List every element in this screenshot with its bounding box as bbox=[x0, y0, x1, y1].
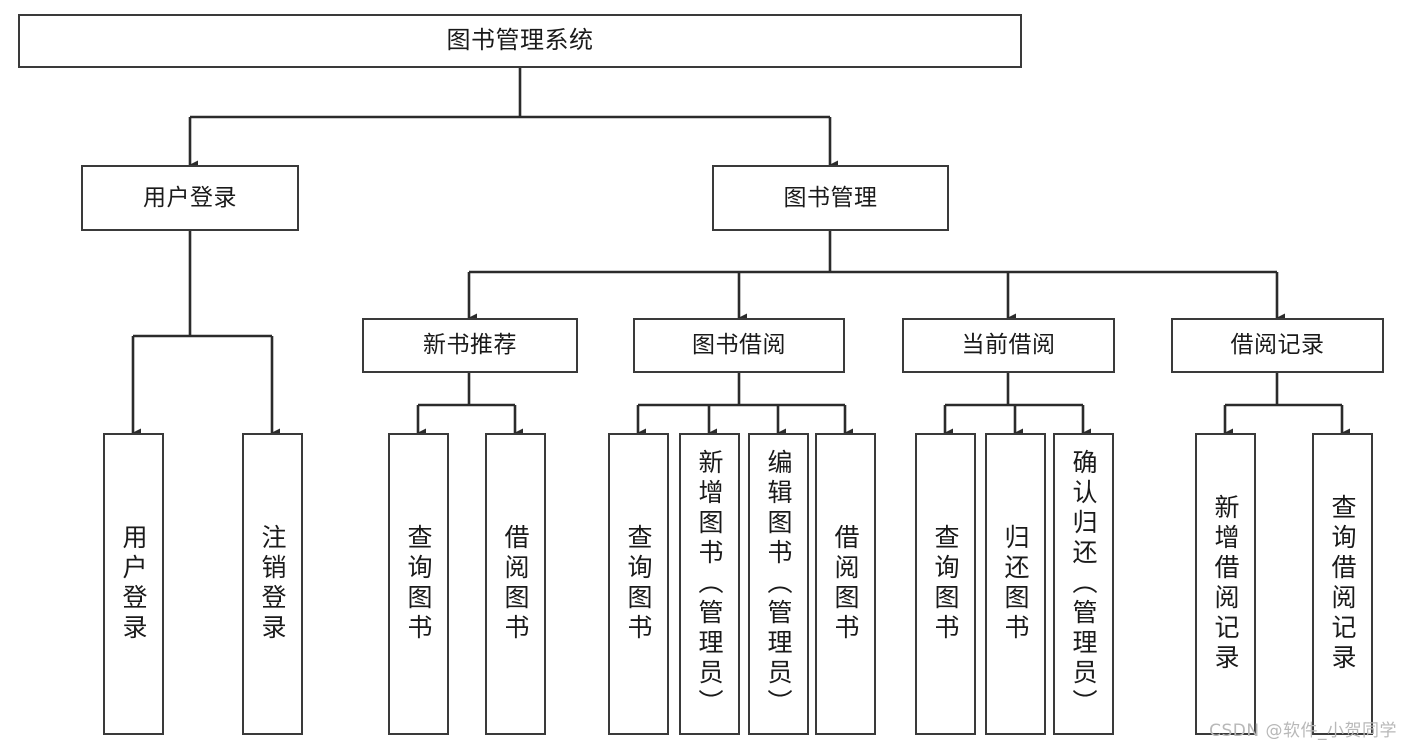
node-leaf-query-book-3[interactable]: 查询图书 bbox=[915, 433, 976, 735]
node-leaf-user-login-label: 用户登录 bbox=[119, 524, 148, 644]
node-leaf-confirm-return[interactable]: 确认归还（管理员） bbox=[1053, 433, 1114, 735]
node-leaf-user-login[interactable]: 用户登录 bbox=[103, 433, 164, 735]
node-leaf-confirm-return-label: 确认归还（管理员） bbox=[1069, 449, 1098, 719]
node-leaf-return-book-label: 归还图书 bbox=[1001, 524, 1030, 644]
node-leaf-borrow-book-1-label: 借阅图书 bbox=[501, 524, 530, 644]
node-leaf-query-book-2-label: 查询图书 bbox=[624, 524, 653, 644]
node-leaf-borrow-book-2-label: 借阅图书 bbox=[831, 524, 860, 644]
node-leaf-query-book-2[interactable]: 查询图书 bbox=[608, 433, 669, 735]
node-leaf-query-record-label: 查询借阅记录 bbox=[1328, 494, 1357, 674]
node-current-borrow[interactable]: 当前借阅 bbox=[902, 318, 1115, 373]
node-leaf-logout-label: 注销登录 bbox=[258, 524, 287, 644]
node-user-login[interactable]: 用户登录 bbox=[81, 165, 299, 231]
node-leaf-query-book-1-label: 查询图书 bbox=[404, 524, 433, 644]
node-leaf-borrow-book-1[interactable]: 借阅图书 bbox=[485, 433, 546, 735]
node-borrow-record[interactable]: 借阅记录 bbox=[1171, 318, 1384, 373]
node-leaf-query-book-3-label: 查询图书 bbox=[931, 524, 960, 644]
node-book-borrow-label: 图书借阅 bbox=[692, 332, 786, 359]
node-leaf-edit-book-label: 编辑图书（管理员） bbox=[764, 449, 793, 719]
node-leaf-return-book[interactable]: 归还图书 bbox=[985, 433, 1046, 735]
node-leaf-borrow-book-2[interactable]: 借阅图书 bbox=[815, 433, 876, 735]
node-user-login-label: 用户登录 bbox=[143, 184, 237, 211]
node-leaf-edit-book[interactable]: 编辑图书（管理员） bbox=[748, 433, 809, 735]
node-leaf-add-book[interactable]: 新增图书（管理员） bbox=[679, 433, 740, 735]
node-borrow-record-label: 借阅记录 bbox=[1230, 332, 1325, 359]
node-leaf-add-book-label: 新增图书（管理员） bbox=[695, 449, 724, 719]
node-book-management[interactable]: 图书管理 bbox=[712, 165, 949, 231]
node-leaf-add-record-label: 新增借阅记录 bbox=[1211, 494, 1240, 674]
node-current-borrow-label: 当前借阅 bbox=[961, 332, 1056, 359]
node-book-management-label: 图书管理 bbox=[783, 184, 878, 211]
node-root-label: 图书管理系统 bbox=[446, 26, 594, 55]
node-new-book-recommend-label: 新书推荐 bbox=[423, 332, 517, 359]
node-leaf-query-record[interactable]: 查询借阅记录 bbox=[1312, 433, 1373, 735]
node-leaf-add-record[interactable]: 新增借阅记录 bbox=[1195, 433, 1256, 735]
node-root[interactable]: 图书管理系统 bbox=[18, 14, 1022, 68]
node-leaf-logout[interactable]: 注销登录 bbox=[242, 433, 303, 735]
node-leaf-query-book-1[interactable]: 查询图书 bbox=[388, 433, 449, 735]
node-book-borrow[interactable]: 图书借阅 bbox=[633, 318, 845, 373]
node-new-book-recommend[interactable]: 新书推荐 bbox=[362, 318, 578, 373]
